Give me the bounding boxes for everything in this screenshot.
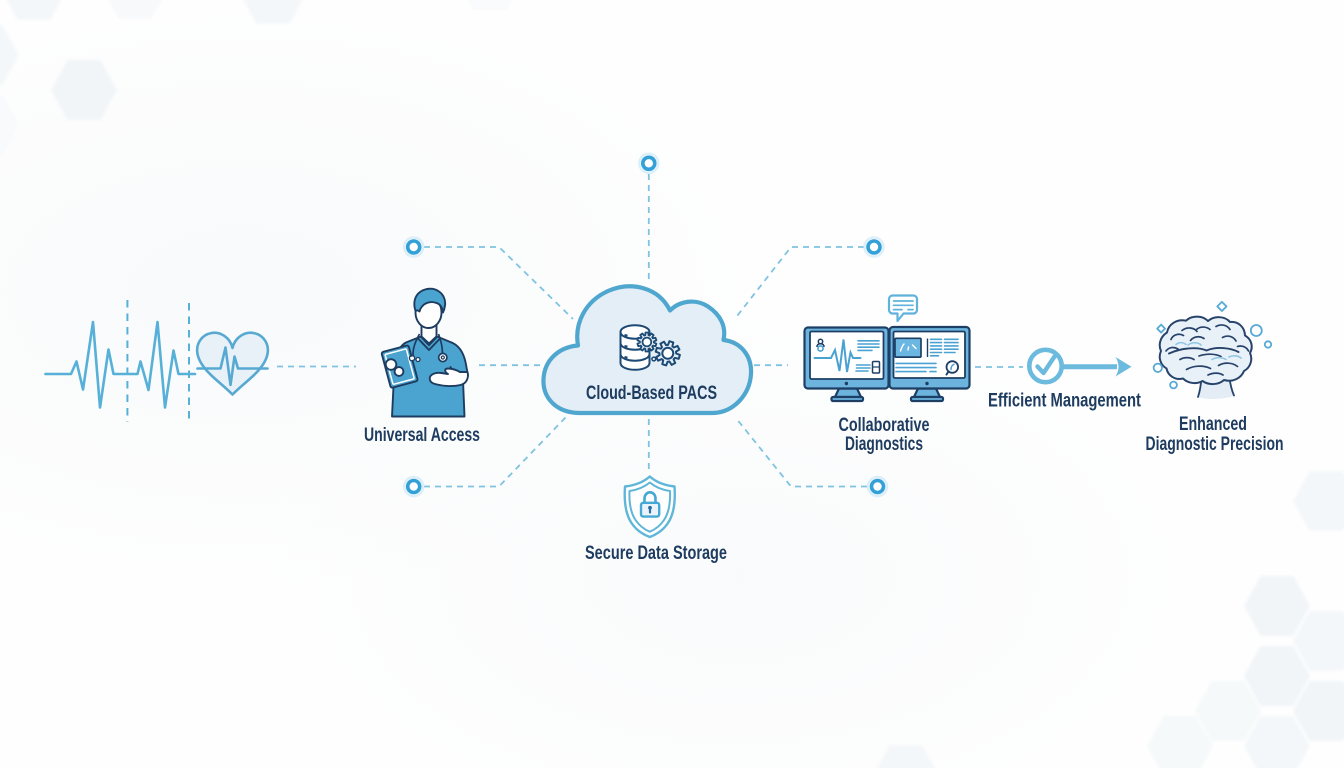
- svg-text:Cloud-Based PACS: Cloud-Based PACS: [586, 382, 717, 404]
- svg-text:Diagnostics: Diagnostics: [845, 434, 923, 455]
- svg-text:Collaborative: Collaborative: [839, 415, 930, 436]
- svg-text:Efficient Management: Efficient Management: [988, 391, 1142, 412]
- svg-text:Universal Access: Universal Access: [364, 425, 480, 446]
- svg-text:Enhanced: Enhanced: [1179, 414, 1247, 435]
- svg-text:Secure Data Storage: Secure Data Storage: [585, 542, 727, 564]
- svg-text:Diagnostic Precision: Diagnostic Precision: [1146, 434, 1284, 455]
